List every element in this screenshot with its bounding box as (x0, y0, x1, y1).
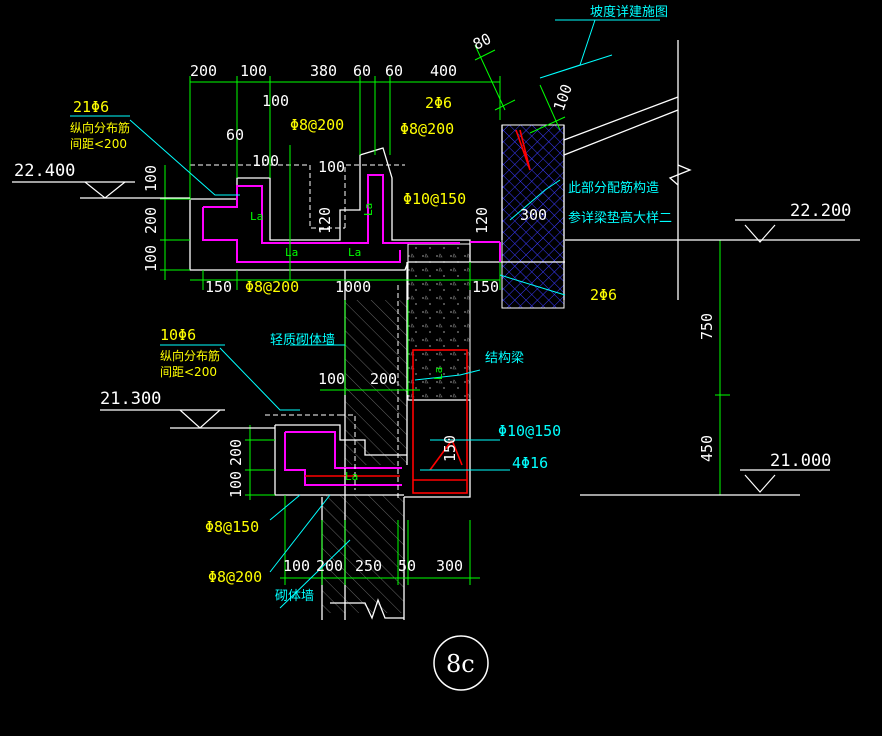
upper-wall-hatch (501, 124, 565, 309)
la-label-4: La (362, 203, 375, 216)
masonry-wall-label: 砌体墙 (275, 589, 314, 604)
dim-300-a: 300 (520, 206, 547, 224)
top-dim-4: 60 (353, 62, 371, 80)
bottom-dim-upper-3: 1000 (335, 278, 371, 296)
dim-100-c: 100 (318, 158, 345, 176)
dim-120-a: 120 (316, 207, 334, 234)
elev-22200: 22.200 (790, 201, 851, 221)
note-spacing-2: 间距<200 (160, 365, 217, 379)
elevation-markers (12, 181, 860, 496)
left-dim-lower-2: 100 (227, 471, 245, 498)
dim-150-beam: 150 (441, 435, 459, 462)
rebar-2phi6-top: 2Φ6 (425, 94, 452, 112)
dim-450: 450 (698, 435, 716, 462)
light-wall-hatch (345, 300, 407, 465)
la-label-6: La (345, 470, 358, 483)
left-dim-upper-3: 100 (142, 245, 160, 272)
la-label-2: La (285, 246, 298, 259)
top-dim-5: 60 (385, 62, 403, 80)
light-wall-label: 轻质砌体墙 (270, 333, 335, 348)
rebar-2phi6-bottom: 2Φ6 (590, 286, 617, 304)
detail-mark-label: 8c (446, 650, 475, 678)
leader-lines (70, 19, 660, 609)
note-distribution: 此部分配筋构造 (568, 180, 659, 196)
rebar-phi10-150-a: Φ10@150 (403, 190, 466, 208)
bottom-dim-upper-4: 150 (472, 278, 499, 296)
rebar-phi8-200-b: Φ8@200 (400, 120, 454, 138)
elev-21300: 21.300 (100, 389, 161, 409)
left-dim-lower-1: 200 (227, 439, 245, 466)
rebar-phi8-200-c: Φ8@200 (208, 568, 262, 586)
note-dist-2: 纵向分布筋 (160, 348, 220, 363)
bottom-dim-upper-2: Φ8@200 (245, 278, 299, 296)
bottom-dim-lower-3: 250 (355, 557, 382, 575)
dim-60: 60 (226, 126, 244, 144)
note-refer: 参详梁垫高大样二 (568, 210, 672, 226)
concrete-infill (407, 243, 471, 401)
bottom-dim-upper-1: 150 (205, 278, 232, 296)
rebar-phi8-150: Φ8@150 (205, 518, 259, 536)
note-dist-1: 纵向分布筋 (70, 120, 130, 135)
rebar-10phi6: 10Φ6 (160, 326, 196, 344)
bottom-dim-lower-5: 300 (436, 557, 463, 575)
dim-120-b: 120 (473, 207, 491, 234)
rebar-lines (202, 174, 501, 486)
la-label-5: La (432, 367, 445, 380)
detail-mark-circle (433, 635, 489, 691)
rebar-phi10-150-b: Φ10@150 (498, 422, 561, 440)
dim-100-slope: 100 (550, 82, 576, 114)
top-dim-3: 380 (310, 62, 337, 80)
top-dim-1: 200 (190, 62, 217, 80)
masonry-wall-hatch (322, 495, 404, 613)
top-dim-6: 400 (430, 62, 457, 80)
dim-80: 80 (470, 30, 494, 54)
dim-750: 750 (698, 313, 716, 340)
bottom-dim-lower-4: 50 (398, 557, 416, 575)
bottom-dim-lower-2: 200 (316, 557, 343, 575)
left-dim-upper-1: 100 (142, 165, 160, 192)
rebar-phi8-200-a: Φ8@200 (290, 116, 344, 134)
elev-21000: 21.000 (770, 451, 831, 471)
bottom-dim-lower-1: 100 (283, 557, 310, 575)
title-note: 坡度详建施图 (590, 4, 668, 20)
note-spacing-1: 间距<200 (70, 137, 127, 151)
la-label-3: La (348, 246, 361, 259)
rebar-21phi6: 21Φ6 (73, 98, 109, 116)
top-dim-2: 100 (240, 62, 267, 80)
dim-200-mid: 200 (370, 370, 397, 388)
dim-100-mid: 100 (318, 370, 345, 388)
rebar-4phi16: 4Φ16 (512, 454, 548, 472)
la-label-1: La (250, 210, 263, 223)
elev-22400: 22.400 (14, 161, 75, 181)
struct-beam-label: 结构梁 (485, 351, 524, 366)
dimension-lines (160, 44, 730, 585)
left-dim-upper-2: 200 (142, 207, 160, 234)
dim-100-a: 100 (262, 92, 289, 110)
dim-100-b: 100 (252, 152, 279, 170)
